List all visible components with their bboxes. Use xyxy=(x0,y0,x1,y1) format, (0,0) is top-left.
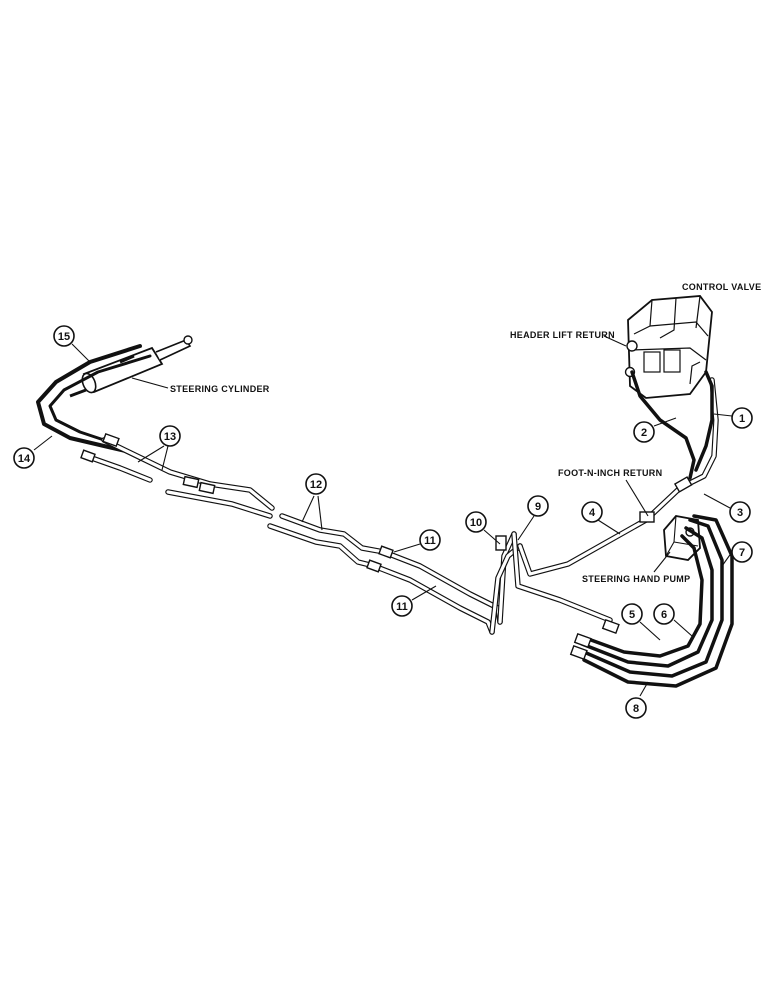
label-header-lift-return: HEADER LIFT RETURN xyxy=(510,330,615,340)
hose-2 xyxy=(630,370,696,480)
leader-header-lift-return xyxy=(603,335,627,347)
label-control-valve: CONTROL VALVE xyxy=(682,282,761,292)
callout-12: 12 xyxy=(301,473,327,531)
label-foot-n-inch-return: FOOT-N-INCH RETURN xyxy=(558,468,662,478)
callout-7: 7 xyxy=(721,541,753,567)
svg-text:4: 4 xyxy=(589,507,596,519)
svg-text:14: 14 xyxy=(18,453,31,465)
tube-4 xyxy=(517,517,649,577)
label-steering-hand-pump: STEERING HAND PUMP xyxy=(582,574,690,584)
callout-13: 13 xyxy=(137,425,181,471)
callout-8: 8 xyxy=(625,681,649,719)
hose-5 xyxy=(578,534,704,658)
callout-11-upper: 11 xyxy=(393,529,441,553)
svg-text:2: 2 xyxy=(641,427,647,439)
hose-8 xyxy=(582,514,734,688)
svg-text:15: 15 xyxy=(58,331,70,343)
svg-text:1: 1 xyxy=(739,413,745,425)
hose-15-inner xyxy=(48,354,152,442)
callout-4: 4 xyxy=(581,501,621,535)
callout-15: 15 xyxy=(53,325,91,363)
leader-foot-n-inch-return xyxy=(625,479,649,517)
callout-10: 10 xyxy=(465,511,501,545)
callout-3: 3 xyxy=(703,493,751,523)
control-valve xyxy=(624,295,713,399)
svg-text:7: 7 xyxy=(739,547,745,559)
svg-text:11: 11 xyxy=(396,601,408,613)
leader-steering-cylinder xyxy=(131,377,169,389)
callout-14: 14 xyxy=(13,435,53,469)
hose-14-outer xyxy=(36,344,142,454)
callout-2: 2 xyxy=(633,417,677,443)
callout-11-lower: 11 xyxy=(391,585,437,617)
svg-text:6: 6 xyxy=(661,609,667,621)
svg-text:12: 12 xyxy=(310,479,322,491)
svg-text:5: 5 xyxy=(629,609,635,621)
hose-6 xyxy=(580,526,714,668)
svg-text:13: 13 xyxy=(164,431,176,443)
leader-steering-hand-pump xyxy=(653,551,671,573)
svg-text:3: 3 xyxy=(737,507,743,519)
callout-6: 6 xyxy=(653,603,693,637)
callout-5: 5 xyxy=(621,603,661,641)
hose-1 xyxy=(694,370,714,472)
fittings xyxy=(80,432,693,660)
svg-text:10: 10 xyxy=(470,517,482,529)
label-steering-cylinder: STEERING CYLINDER xyxy=(170,384,270,394)
svg-text:8: 8 xyxy=(633,703,639,715)
svg-text:11: 11 xyxy=(424,535,436,547)
svg-text:9: 9 xyxy=(535,501,541,513)
hose-7 xyxy=(582,518,724,678)
callout-1: 1 xyxy=(713,407,753,429)
callout-9: 9 xyxy=(517,495,549,541)
